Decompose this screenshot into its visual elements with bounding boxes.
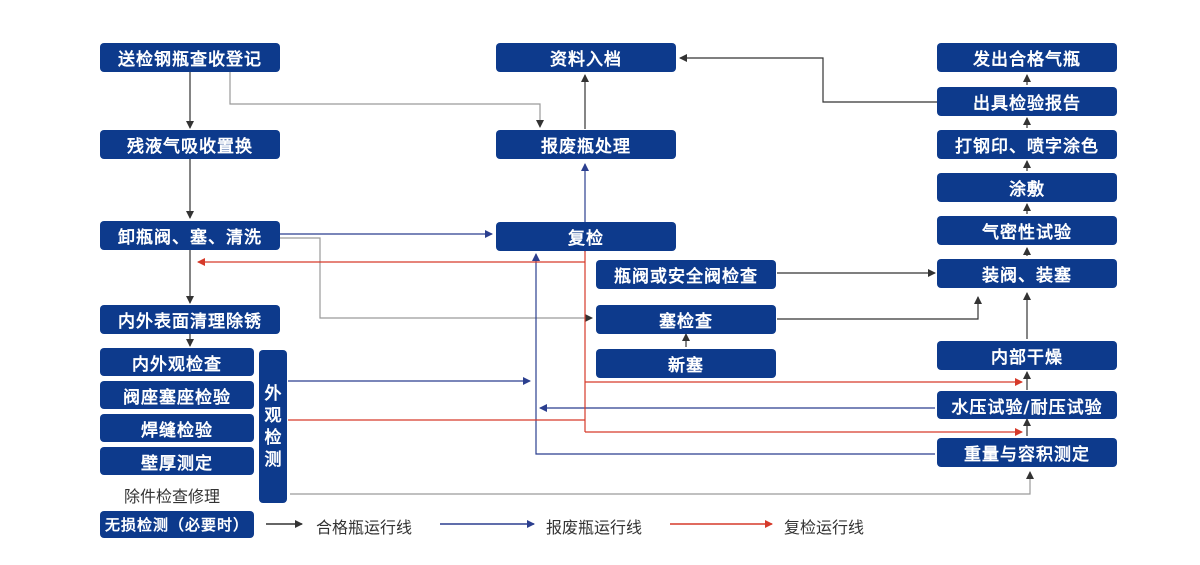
dry-box: 内部干燥: [937, 341, 1117, 370]
airtight-box: 气密性试验: [937, 216, 1117, 245]
thickness-box: 壁厚测定: [100, 447, 254, 475]
legend-recheck-label: 复检运行线: [784, 518, 865, 537]
install-box: 装阀、装塞: [937, 259, 1117, 288]
appearance-char-4: 测: [264, 449, 282, 470]
seat-check-box: 阀座塞座检验: [100, 381, 254, 409]
appearance-char-2: 观: [264, 405, 282, 426]
unload-clean-box: 卸瓶阀、塞、清洗: [100, 221, 280, 250]
appearance-char-3: 检: [264, 427, 282, 448]
gray-lines: [229, 72, 1034, 495]
qualified-lines: [186, 54, 1031, 436]
new-plug-box: 新塞: [596, 349, 776, 378]
scrap-lines: [278, 163, 935, 455]
issue-box: 发出合格气瓶: [937, 43, 1117, 72]
hydro-box: 水压试验/耐压试验: [937, 391, 1117, 419]
report-box: 出具检验报告: [937, 87, 1117, 116]
recheck-box: 复检: [496, 222, 676, 251]
appearance-vertical-box: 外 观 检 测: [259, 350, 287, 503]
valve-check-box: 瓶阀或安全阀检查: [596, 260, 776, 289]
surface-clean-box: 内外表面清理除锈: [100, 305, 280, 334]
intake-box: 送检钢瓶查收登记: [100, 43, 280, 72]
plug-check-box: 塞检查: [596, 305, 776, 334]
archive-box: 资料入档: [496, 43, 676, 72]
legend-qualified-label: 合格瓶运行线: [316, 518, 413, 537]
weld-check-box: 焊缝检验: [100, 414, 254, 442]
legend-scrap-label: 报废瓶运行线: [546, 518, 643, 537]
weigh-box: 重量与容积测定: [937, 438, 1117, 467]
ndt-box: 无损检测（必要时）: [100, 511, 254, 538]
stamp-box: 打钢印、喷字涂色: [937, 130, 1117, 159]
inner-outer-check-box: 内外观检查: [100, 348, 254, 376]
remove-parts-label: 除件检查修理: [124, 487, 221, 506]
residual-box: 残液气吸收置换: [100, 130, 280, 159]
recheck-lines: [197, 251, 1023, 436]
appearance-char-1: 外: [264, 383, 282, 404]
scrap-box: 报废瓶处理: [496, 130, 676, 159]
coat-box: 涂敷: [937, 173, 1117, 202]
